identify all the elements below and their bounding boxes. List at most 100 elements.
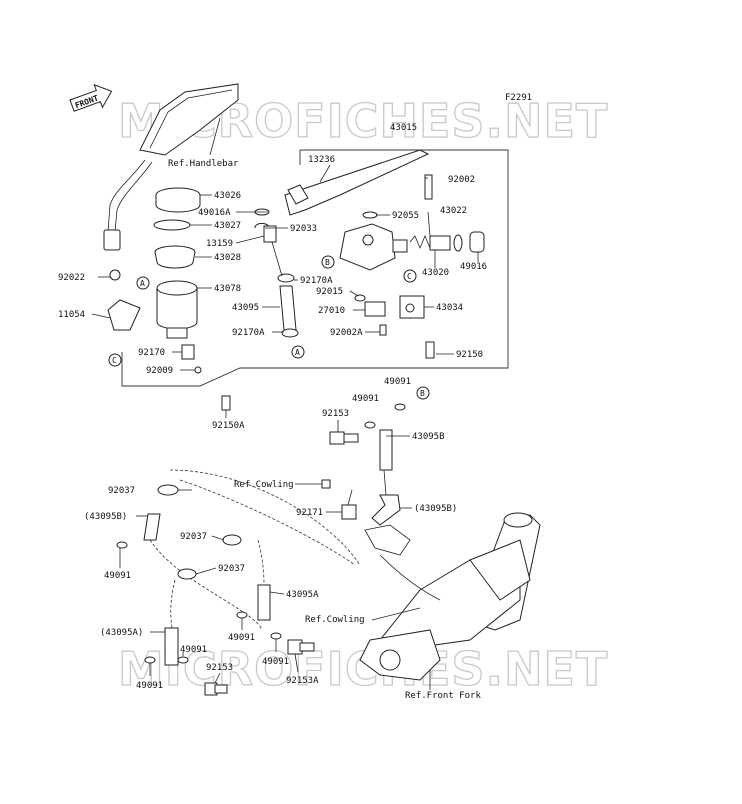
washer-49091-b-icon <box>394 403 406 411</box>
part-label: 92150A <box>212 421 245 431</box>
diaphragm-plate-icon <box>153 219 191 231</box>
front-fork-icon <box>359 512 541 681</box>
banjo-bolt-92153-b-icon <box>204 682 228 696</box>
reservoir-cap-icon <box>155 187 201 213</box>
clamp-92037-b-icon <box>222 534 242 546</box>
ref-handlebar-label: Ref.Handlebar <box>168 159 239 169</box>
hose-92170-icon <box>181 344 195 360</box>
bolt-92150A-icon <box>221 395 231 411</box>
watermark-bottom: MICROFICHES.NET <box>118 642 608 696</box>
part-label: 92171 <box>296 508 323 518</box>
part-label: (43095A) <box>100 628 143 638</box>
callout-c-2: C <box>403 269 417 283</box>
ref-cowling-label-1: Ref.Cowling <box>234 480 294 490</box>
part-label: 49091 <box>262 657 289 667</box>
part-label: 92055 <box>392 211 419 221</box>
hose-43095A-icon <box>164 539 271 666</box>
part-label: 43095 <box>232 303 259 313</box>
svg-text:C: C <box>112 356 117 365</box>
part-label: 92170A <box>300 276 333 286</box>
washer-49091-icon <box>364 421 376 429</box>
part-label: 43028 <box>214 253 241 263</box>
washer-49091-g-icon <box>144 656 156 664</box>
part-label: 92002A <box>330 328 363 338</box>
part-label: 49091 <box>104 571 131 581</box>
assembly-frame <box>121 149 509 387</box>
part-label: 92002 <box>448 175 475 185</box>
hose-left-icon <box>116 469 361 631</box>
part-label: 43027 <box>214 221 241 231</box>
mirror-icon <box>103 83 239 251</box>
hose-43095-icon <box>277 273 299 338</box>
bolt-92002-icon <box>424 174 433 200</box>
part-label: 92009 <box>146 366 173 376</box>
leader-lines <box>91 164 479 690</box>
callout-a-2: A <box>291 345 305 359</box>
clamp-92037-c-icon <box>177 568 197 580</box>
banjo-bolt-92153-icon <box>329 431 359 445</box>
callout-c-1: C <box>108 353 122 367</box>
part-label: 43034 <box>436 303 463 313</box>
hose-43095B-icon <box>371 429 401 526</box>
bolt-92150-icon <box>425 341 435 359</box>
part-label: 92022 <box>58 273 85 283</box>
svg-text:A: A <box>295 348 300 357</box>
holder-43034-icon <box>399 295 425 319</box>
clamp-92171-icon <box>341 489 357 520</box>
screw-92002A-icon <box>379 324 387 336</box>
part-label: 92170A <box>232 328 265 338</box>
banjo-bolt-92153A-icon <box>287 639 315 655</box>
part-label: 92153 <box>322 409 349 419</box>
bolt-13159-icon <box>263 225 277 243</box>
part-label: 92153 <box>206 663 233 673</box>
part-label: 49091 <box>228 633 255 643</box>
switch-27010-icon <box>364 301 386 317</box>
part-label: 49091 <box>384 377 411 387</box>
washer-49091-e-icon <box>177 656 189 664</box>
washer-92009-icon <box>194 366 202 374</box>
svg-text:C: C <box>407 272 412 281</box>
part-label: (43095B) <box>84 512 127 522</box>
ref-front-fork-label: Ref.Front Fork <box>405 691 481 701</box>
part-label: 43095B <box>412 432 445 442</box>
part-label: 43020 <box>422 268 449 278</box>
piston-spring-icon <box>409 234 451 251</box>
part-label: 27010 <box>318 306 345 316</box>
boot-49016-icon <box>469 231 485 253</box>
callout-a-1: A <box>136 276 150 290</box>
callout-b-1: B <box>321 255 335 269</box>
part-label: 43095A <box>286 590 319 600</box>
callout-b-2: B <box>416 386 430 400</box>
ring-92055-icon <box>362 211 378 219</box>
ref-cowling-label-2: Ref.Cowling <box>305 615 365 625</box>
part-label: 92153A <box>286 676 319 686</box>
part-label: 13236 <box>308 155 335 165</box>
part-label: 49091 <box>180 645 207 655</box>
diaphragm-icon <box>154 245 196 269</box>
reservoir-icon <box>156 280 198 339</box>
washer-49091-d-icon <box>236 611 248 619</box>
part-label: 43026 <box>214 191 241 201</box>
svg-text:A: A <box>140 279 145 288</box>
part-label: 11054 <box>58 310 85 320</box>
part-label: 43022 <box>440 206 467 216</box>
svg-text:B: B <box>325 258 330 267</box>
nut-92015-icon <box>354 294 366 302</box>
figure-code: F2291 <box>505 93 532 103</box>
part-label: 92150 <box>456 350 483 360</box>
part-label: 92015 <box>316 287 343 297</box>
part-label: 49016 <box>460 262 487 272</box>
screw-cowling-icon <box>321 479 331 489</box>
part-label: 49016A <box>198 208 231 218</box>
part-label: 43015 <box>390 123 417 133</box>
part-label: 49091 <box>352 394 379 404</box>
front-arrow-icon: FRONT <box>69 83 113 112</box>
part-label: 92037 <box>180 532 207 542</box>
part-label: (43095B) <box>414 504 457 514</box>
part-label: 92170 <box>138 348 165 358</box>
part-label: 92037 <box>218 564 245 574</box>
brake-lever-icon <box>284 149 430 216</box>
washer-49091-f-icon <box>270 632 282 640</box>
